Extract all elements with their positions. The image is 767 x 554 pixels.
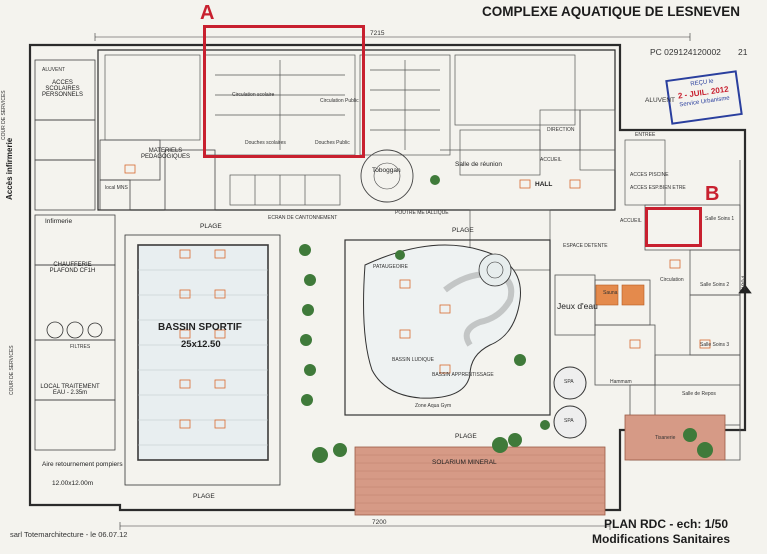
plan-subtitle: Modifications Sanitaires bbox=[592, 532, 731, 546]
label-plage-right: PLAGE bbox=[455, 433, 477, 440]
label-salle-soins-2: Salle Soins 2 bbox=[700, 282, 730, 288]
label-salle-reunion: Salle de réunion bbox=[455, 161, 502, 168]
label-entree: ENTREE bbox=[635, 132, 656, 138]
dimension-bottom: 7200 bbox=[372, 519, 387, 526]
sauna-blocks bbox=[595, 284, 645, 306]
marker-a-box bbox=[203, 25, 365, 158]
spa-2 bbox=[553, 405, 587, 439]
dimension-right: 4894 bbox=[741, 275, 748, 290]
filter-tanks bbox=[46, 321, 103, 339]
document-code: PC 029124120002 bbox=[650, 47, 721, 57]
label-chaufferie: CHAUFFERIE PLAFOND CF1H bbox=[49, 262, 96, 274]
label-sauna: Sauna bbox=[603, 290, 618, 296]
label-bassin-sportif: BASSIN SPORTIF bbox=[158, 322, 242, 333]
label-douches-public: Douches Public bbox=[315, 140, 350, 146]
label-salle-soins-3: Salle Soins 3 bbox=[700, 342, 730, 348]
label-bassin-ludique: BASSIN LUDIQUE bbox=[392, 357, 434, 363]
label-espace-detente: ESPACE DETENTE bbox=[563, 243, 608, 249]
label-acces-bien-etre: ACCES ESP.BIEN ETRE bbox=[630, 185, 686, 191]
label-spa: SPA bbox=[564, 379, 574, 385]
label-acces-scolaires: ACCES SCOLAIRES PERSONNELS bbox=[41, 80, 83, 98]
label-solarium: SOLARIUM MINERAL bbox=[432, 459, 497, 466]
label-jeux-deau: Jeux d'eau bbox=[557, 301, 598, 311]
label-tisanerie: Tisanerie bbox=[655, 435, 676, 441]
label-cour-de-services-top: COUR DE SERVICES bbox=[1, 90, 7, 140]
plan-scale-title: PLAN RDC - ech: 1/50 bbox=[604, 517, 729, 531]
label-accueil: ACCUEIL bbox=[540, 157, 562, 163]
plan-title: COMPLEXE AQUATIQUE DE LESNEVEN bbox=[482, 4, 741, 19]
label-bassin-apprentissage: BASSIN APPRENTISSAGE bbox=[432, 372, 494, 378]
label-infirmerie: Infirmerie bbox=[45, 218, 73, 225]
architect-credit: sarl Totemarchitecture - le 06.07.12 bbox=[10, 530, 128, 539]
label-circ-public: Circulation Public bbox=[320, 98, 359, 104]
label-materiels: MATERIELS PEDAGOGIQUES bbox=[140, 148, 190, 160]
outer-walls bbox=[28, 43, 747, 512]
plants bbox=[299, 175, 713, 463]
label-aluvent-right: ALUVENT bbox=[645, 97, 675, 104]
label-accueil-2: ACCUEIL bbox=[620, 218, 642, 224]
label-aire-dims: 12.00x12.00m bbox=[52, 480, 94, 487]
section-arrow bbox=[738, 284, 752, 294]
label-circulation: Circulation bbox=[660, 277, 684, 283]
leisure-hall bbox=[344, 239, 551, 416]
label-pataugeoire: PATAUGEOIRE bbox=[373, 264, 409, 270]
pool-lanes bbox=[138, 269, 268, 446]
label-cour-de-services-left: COUR DE SERVICES bbox=[9, 345, 15, 395]
document-code-suffix: 21 bbox=[738, 47, 748, 57]
left-rooms bbox=[34, 59, 216, 451]
label-salle-repos: Salle de Repos bbox=[682, 391, 716, 397]
label-aluvent: ALUVENT bbox=[42, 67, 66, 73]
label-hall: HALL bbox=[535, 181, 553, 188]
bassin-ludique-outline bbox=[363, 244, 521, 399]
label-hammam: Hammam bbox=[610, 379, 632, 385]
dimension-top: 7215 bbox=[370, 30, 385, 37]
solarium-deck bbox=[354, 446, 606, 516]
round-pool-inner bbox=[486, 261, 504, 279]
label-local-mns: local MNS bbox=[105, 185, 128, 191]
bassin-sportif-water bbox=[137, 244, 269, 461]
spa-1 bbox=[553, 366, 587, 400]
label-spa-2: SPA bbox=[564, 418, 574, 424]
label-circ-scolaire: Circulation scolaire bbox=[232, 92, 275, 98]
marker-a-label: A bbox=[200, 2, 215, 24]
label-direction: DIRECTION bbox=[547, 127, 575, 133]
label-plage-left: PLAGE bbox=[200, 223, 222, 230]
label-ecran: ECRAN DE CANTONNEMENT bbox=[268, 215, 338, 221]
label-acces-infirmerie: Accès infirmerie bbox=[5, 137, 14, 200]
label-toboggan: Toboggan bbox=[372, 167, 401, 174]
label-bassin-sportif-dims: 25x12.50 bbox=[181, 339, 221, 350]
toboggan-circle-inner bbox=[373, 162, 401, 190]
solarium-planks bbox=[355, 454, 605, 512]
label-zone-aqua-gym: Zone Aqua Gym bbox=[415, 403, 452, 409]
marker-b-box bbox=[645, 207, 702, 247]
changing-rooms bbox=[104, 54, 576, 206]
label-plage-middle: PLAGE bbox=[452, 227, 474, 234]
label-local-traitement: LOCAL TRAITEMENT EAU - 2.35m bbox=[40, 384, 100, 396]
label-acces-piscine: ACCES PISCINE bbox=[630, 172, 669, 178]
marker-b-label: B bbox=[705, 183, 720, 205]
bassin-sportif-outer bbox=[124, 234, 281, 486]
label-salle-soins-1: Salle Soins 1 bbox=[705, 216, 735, 222]
toboggan-circle bbox=[360, 149, 414, 203]
label-poutre: POUTRE METALLIQUE bbox=[395, 210, 449, 216]
label-filtres: FILTRES bbox=[70, 344, 91, 350]
label-douches-scolaires: Douches scolaires bbox=[245, 140, 286, 146]
round-pool bbox=[478, 253, 512, 287]
annotation-markers bbox=[124, 164, 711, 429]
label-plage-bottom: PLAGE bbox=[193, 493, 215, 500]
label-aire-retournement: Aire retournement pompiers bbox=[42, 461, 123, 468]
